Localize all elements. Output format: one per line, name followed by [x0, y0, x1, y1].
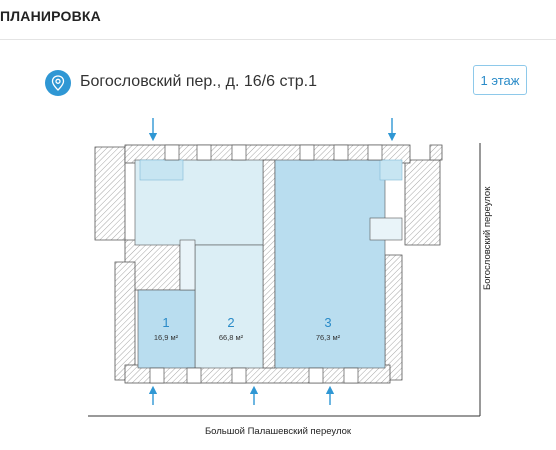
room-3-area-label: 76,3 м² [316, 333, 341, 342]
entrance-arrows [148, 118, 397, 405]
room-1-area[interactable] [137, 289, 196, 369]
room-1-area-label: 16,9 м² [154, 333, 179, 342]
room-2-number: 2 [227, 315, 234, 330]
location-pin-icon [45, 70, 71, 96]
address-row: Богословский пер., д. 16/6 стр.1 [35, 62, 525, 102]
section-title: ПЛАНИРОВКА [0, 8, 101, 24]
address-text: Богословский пер., д. 16/6 стр.1 [80, 73, 318, 90]
floor-plan: 1 16,9 м² 2 66,8 м² 3 76,3 м² [0, 110, 556, 431]
header-divider [0, 39, 556, 40]
room-3-area[interactable] [274, 159, 386, 369]
windows [149, 144, 383, 384]
header: ПЛАНИРОВКА [0, 0, 556, 34]
rooms [134, 159, 403, 369]
room-1-number: 1 [162, 315, 169, 330]
floor-plan-drawing: 1 16,9 м² 2 66,8 м² 3 76,3 м² [88, 118, 481, 417]
room-3-number: 3 [324, 315, 331, 330]
room-2-area-label: 66,8 м² [219, 333, 244, 342]
floor-button[interactable]: 1 этаж [473, 65, 527, 95]
street-label-bottom: Большой Палашевский переулок [204, 426, 352, 437]
street-label-right: Богословский переулок [482, 186, 493, 290]
